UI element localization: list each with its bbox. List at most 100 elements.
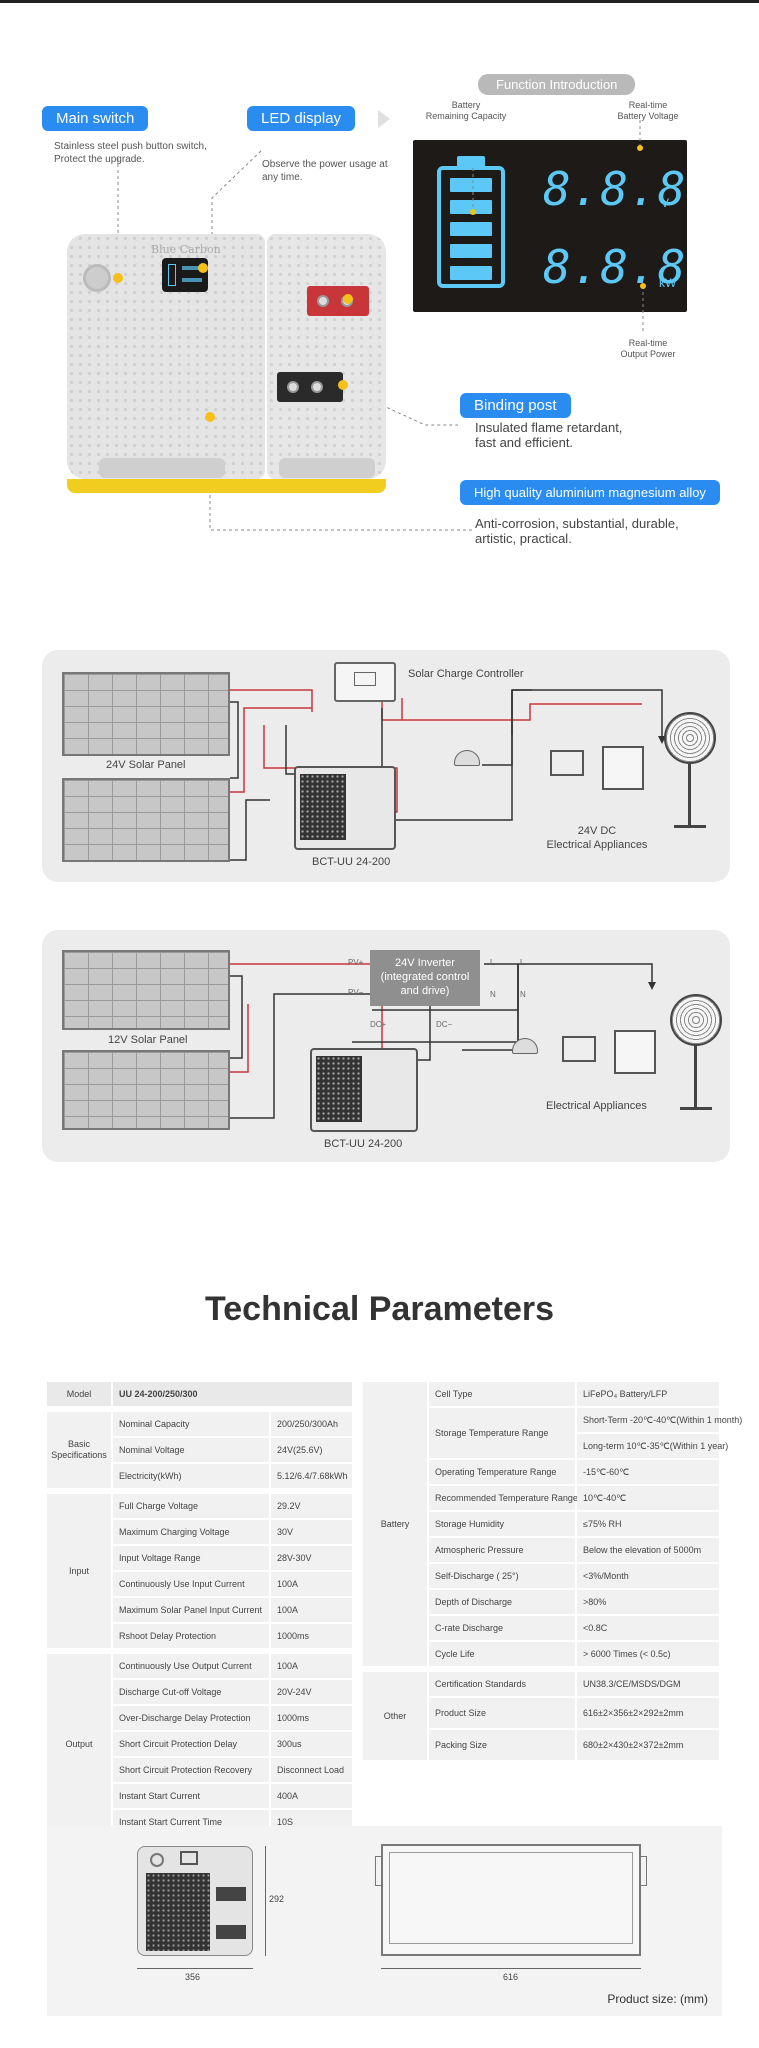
spec-param-name: Full Charge Voltage bbox=[113, 1494, 269, 1518]
spec-param-value: > 6000 Times (< 0.5c) bbox=[577, 1642, 719, 1666]
power-unit: kW bbox=[659, 276, 677, 290]
pointer-arrow-icon bbox=[378, 110, 390, 128]
negative-terminal bbox=[277, 372, 343, 402]
spec-param-value: 100A bbox=[271, 1654, 352, 1678]
front-view bbox=[137, 1846, 253, 1956]
spec-param-name: Instant Start Current bbox=[113, 1784, 269, 1808]
spec-param-value: ≤75% RH bbox=[577, 1512, 719, 1536]
spec-param-value: <3%/Month bbox=[577, 1564, 719, 1588]
fan-icon bbox=[664, 712, 716, 764]
voltage-unit: V bbox=[661, 196, 670, 210]
fan-icon bbox=[670, 994, 722, 1046]
spec-param-value: 10℃-40℃ bbox=[577, 1486, 719, 1510]
led-display-tag: LED display bbox=[247, 106, 356, 131]
spec-group-label: Basic Specifications bbox=[47, 1412, 111, 1488]
main-switch-desc: Stainless steel push button switch, Prot… bbox=[54, 141, 207, 165]
solar-panel-top bbox=[62, 950, 230, 1030]
spec-param-value: 100A bbox=[271, 1598, 352, 1622]
spec-param-name: Electricity(kWh) bbox=[113, 1464, 269, 1488]
battery-icon bbox=[437, 166, 505, 288]
spec-param-name: Cell Type bbox=[429, 1382, 575, 1406]
charge-controller-label: Solar Charge Controller bbox=[408, 668, 524, 680]
spec-param-name: Short Circuit Protection Recovery bbox=[113, 1758, 269, 1782]
function-intro-tag: Function Introduction bbox=[478, 74, 636, 95]
spec-param-name: Product Size bbox=[429, 1698, 575, 1728]
battery-capacity-label: Battery Remaining Capacity bbox=[425, 100, 507, 121]
solar-panel-bottom bbox=[62, 778, 230, 862]
spec-param-name: Continuously Use Input Current bbox=[113, 1572, 269, 1596]
spec-param-value: 400A bbox=[271, 1784, 352, 1808]
binding-post-tag: Binding post bbox=[460, 393, 571, 418]
output-power-label: Real-time Output Power bbox=[620, 338, 676, 359]
spec-param-value: 300us bbox=[271, 1732, 352, 1756]
ac-appliances-label: Electrical Appliances bbox=[546, 1100, 647, 1112]
battery-unit-label: BCT-UU 24-200 bbox=[324, 1138, 403, 1150]
spec-param-value: 29.2V bbox=[271, 1494, 352, 1518]
pin-dc-minus: DC− bbox=[436, 1020, 453, 1029]
pin-pv-minus: PV− bbox=[348, 988, 364, 997]
spec-param-value: UN38.3/CE/MSDS/DGM bbox=[577, 1672, 719, 1696]
pin-n: N bbox=[490, 990, 496, 999]
product-size-caption: Product size: (mm) bbox=[607, 1992, 708, 2006]
spec-param-value: 28V-30V bbox=[271, 1546, 352, 1570]
spec-param-name: C-rate Discharge bbox=[429, 1616, 575, 1640]
height-dim: 292 bbox=[269, 1894, 285, 1904]
battery-cap bbox=[457, 156, 485, 166]
spec-param-name: Certification Standards bbox=[429, 1672, 575, 1696]
battery-unit-label: BCT-UU 24-200 bbox=[312, 856, 391, 868]
spec-param-name: UU 24-200/250/300 bbox=[113, 1382, 352, 1406]
battery-product-image: Blue Carbon bbox=[67, 234, 386, 496]
spec-param-value: Long-term 10℃-35℃(Within 1 year) bbox=[577, 1434, 728, 1458]
spec-param-value: 1000ms bbox=[271, 1706, 352, 1730]
battery-voltage-label: Real-time Battery Voltage bbox=[617, 100, 679, 121]
spec-param-value: 20V-24V bbox=[271, 1680, 352, 1704]
main-switch-tag: Main switch bbox=[42, 106, 149, 131]
spec-param-name: Storage Temperature Range bbox=[429, 1408, 575, 1458]
length-dim: 616 bbox=[503, 1972, 519, 1982]
spec-param-value: >80% bbox=[577, 1590, 719, 1614]
solar-panel-bottom bbox=[62, 1050, 230, 1130]
tech-params-title: Technical Parameters bbox=[205, 1290, 554, 1328]
lcd-display: 8.8.8 V 8.8.8 kW bbox=[413, 140, 687, 312]
spec-param-name: Over-Discharge Delay Protection bbox=[113, 1706, 269, 1730]
top-border bbox=[0, 0, 759, 3]
fridge-icon bbox=[602, 746, 644, 790]
spec-group-label: Model bbox=[47, 1382, 111, 1406]
spec-param-name: Nominal Voltage bbox=[113, 1438, 269, 1462]
solar-panel-label: 12V Solar Panel bbox=[108, 1034, 188, 1046]
dc-appliances-label: 24V DC Electrical Appliances bbox=[546, 825, 648, 851]
monitor-icon bbox=[562, 1036, 596, 1062]
spec-param-name: Discharge Cut-off Voltage bbox=[113, 1680, 269, 1704]
alloy-tag: High quality aluminium magnesium alloy bbox=[460, 480, 720, 505]
positive-terminal bbox=[307, 286, 369, 316]
side-view bbox=[375, 1844, 647, 1956]
spec-param-value: Short-Term -20℃-40℃(Within 1 month) bbox=[577, 1408, 742, 1432]
spec-group-label: Input bbox=[47, 1494, 111, 1648]
main-switch-knob bbox=[83, 264, 111, 292]
power-digits: 8.8.8 bbox=[543, 240, 687, 294]
spec-param-value: 30V bbox=[271, 1520, 352, 1544]
spec-param-value: -15℃-60℃ bbox=[577, 1460, 719, 1484]
pin-dc-plus: DC+ bbox=[370, 1020, 387, 1029]
spec-param-name: Depth of Discharge bbox=[429, 1590, 575, 1614]
brand-logo: Blue Carbon bbox=[151, 243, 221, 256]
spec-param-name: Operating Temperature Range bbox=[429, 1460, 575, 1484]
spec-group-label: Other bbox=[363, 1672, 427, 1760]
spec-group-label: Output bbox=[47, 1654, 111, 1834]
spec-param-name: Rshoot Delay Protection bbox=[113, 1624, 269, 1648]
led-display-desc: Observe the power usage at any time. bbox=[262, 159, 388, 183]
wiring-diagram-ac: 12V Solar Panel PV+ PV− 24V Inverter (in… bbox=[42, 930, 730, 1162]
pin-l-out: L bbox=[520, 958, 525, 967]
spec-param-value: 200/250/300Ah bbox=[271, 1412, 352, 1436]
spec-param-name: Nominal Capacity bbox=[113, 1412, 269, 1436]
pin-l: L bbox=[490, 958, 495, 967]
pin-pv-plus: PV+ bbox=[348, 958, 364, 967]
fridge-icon bbox=[614, 1030, 656, 1074]
inverter-box: 24V Inverter (integrated control and dri… bbox=[370, 950, 480, 1006]
spec-param-value: Disconnect Load bbox=[271, 1758, 352, 1782]
spec-param-value: <0.8C bbox=[577, 1616, 719, 1640]
spec-param-name: Maximum Solar Panel Input Current bbox=[113, 1598, 269, 1622]
binding-post-desc: Insulated flame retardant, fast and effi… bbox=[475, 420, 623, 450]
spec-param-name: Cycle Life bbox=[429, 1642, 575, 1666]
